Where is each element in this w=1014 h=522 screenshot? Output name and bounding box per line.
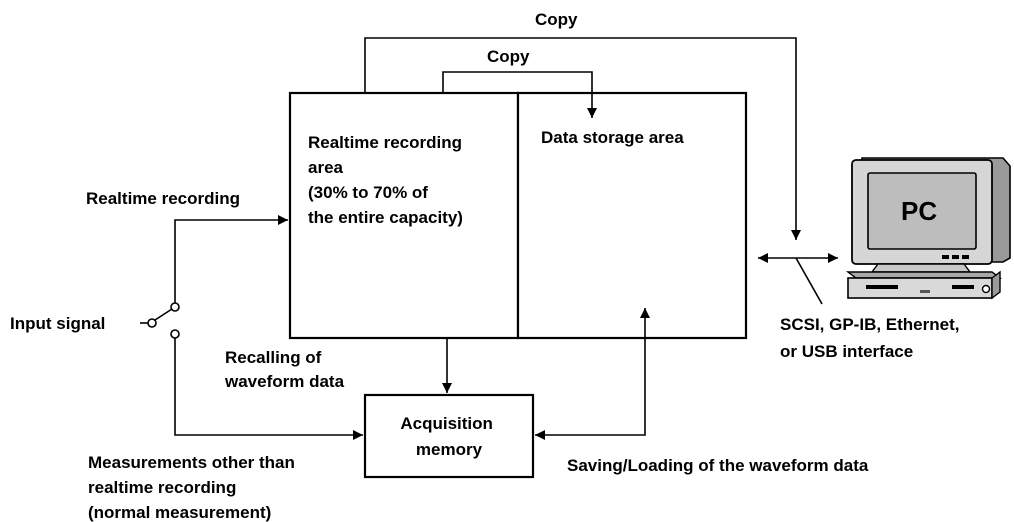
realtime-recording-label: Realtime recording [86, 189, 240, 208]
copy-inner-line [442, 71, 597, 118]
realtime-recording-area-box [288, 91, 520, 340]
pc-icon [845, 157, 1011, 300]
pc-label: PC [901, 196, 937, 226]
data-storage-area-box [516, 91, 748, 340]
realtime-recording-line [174, 215, 288, 305]
switch-icon [140, 302, 180, 339]
copy-top-label: Copy [535, 10, 578, 29]
copy-outer-line [364, 37, 801, 240]
saving-loading-label: Saving/Loading of the waveform data [567, 456, 869, 475]
data-storage-area-label: Data storage area [541, 128, 684, 147]
save-load-line [535, 308, 650, 440]
acquisition-memory-box [363, 393, 535, 479]
interface-callout [795, 257, 823, 305]
realtime-area-label: Realtime recording area (30% to 70% of t… [308, 133, 467, 227]
interface-label: SCSI, GP-IB, Ethernet, or USB interface [780, 315, 964, 361]
recalling-label: Recalling of waveform data [224, 348, 345, 391]
normal-measurement-label: Measurements other than realtime recordi… [88, 453, 300, 522]
acquisition-memory-label: Acquisition memory [400, 414, 497, 459]
input-signal-label: Input signal [10, 314, 105, 333]
copy-inner-label: Copy [487, 47, 530, 66]
normal-measurement-line [174, 338, 363, 440]
